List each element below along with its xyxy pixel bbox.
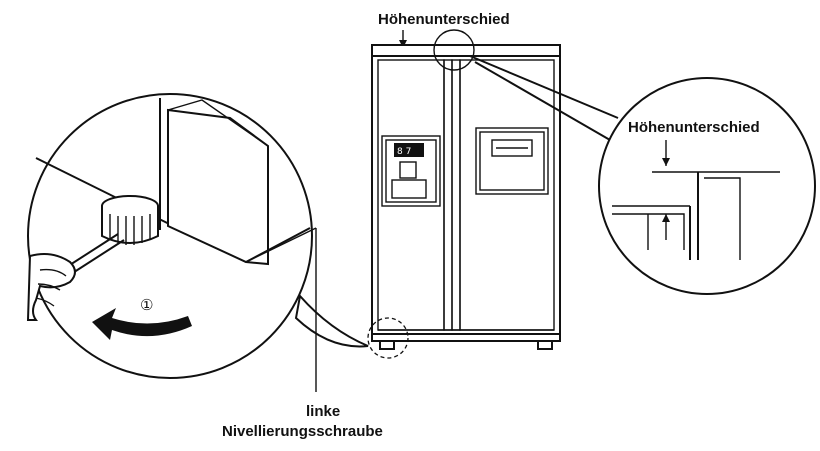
left-leveling-screw-callout: linke Nivellierungsschraube bbox=[222, 227, 383, 440]
step-marker: ① bbox=[140, 296, 153, 314]
top-zoom-marker bbox=[433, 29, 475, 71]
leveling-screw-zoom: ① bbox=[26, 93, 369, 379]
height-difference-zoom: Höhenunterschied bbox=[469, 55, 816, 295]
left-screw-label-line2: Nivellierungsschraube bbox=[222, 423, 383, 440]
home-bar bbox=[475, 127, 549, 195]
curved-arrow-left-icon bbox=[92, 308, 192, 340]
refrigerator-body bbox=[371, 44, 561, 342]
left-screw-label-line1: linke bbox=[306, 403, 340, 420]
zoom-height-difference-label: Höhenunterschied bbox=[628, 119, 760, 136]
foot-zoom-marker bbox=[367, 317, 409, 359]
right-foot bbox=[537, 340, 553, 350]
refrigerator: 8 7 bbox=[367, 29, 561, 359]
leveling-screw bbox=[101, 195, 159, 245]
hand-icon bbox=[26, 253, 76, 321]
water-dispenser: 8 7 bbox=[381, 135, 441, 207]
top-height-difference-label: Höhenunterschied bbox=[378, 11, 510, 28]
svg-text:8 7: 8 7 bbox=[397, 147, 411, 157]
left-foot bbox=[379, 340, 395, 350]
